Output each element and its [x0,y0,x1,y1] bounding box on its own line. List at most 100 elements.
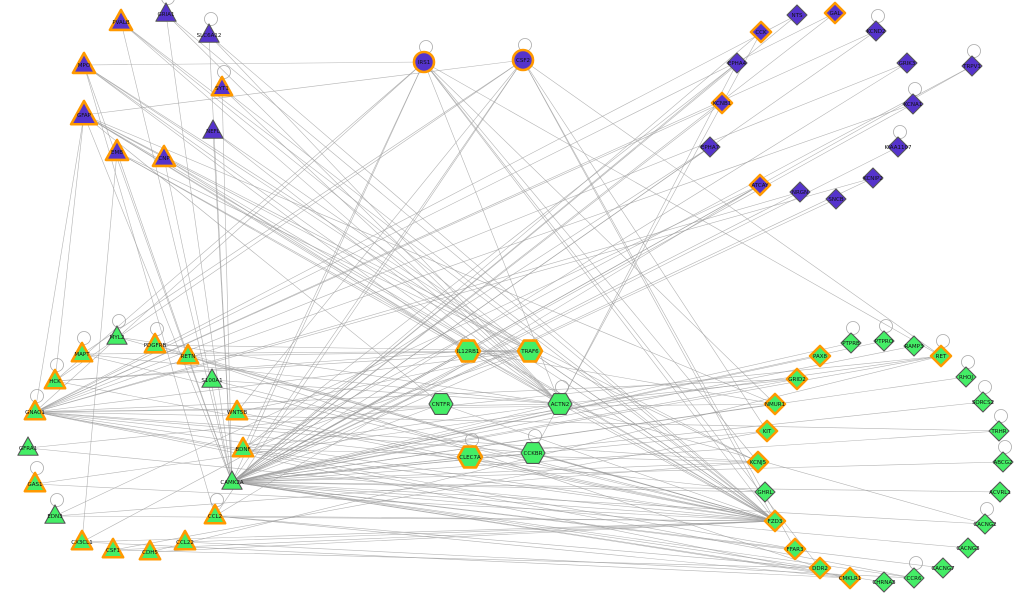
node-GRIK3[interactable] [896,52,918,74]
node-FFAR3[interactable] [783,537,807,561]
edge-TRAF6-FZD3 [529,350,776,522]
self-loop-ABCG2 [998,440,1012,454]
edge-TRAF6-CAMK2A [231,350,531,483]
node-NMUR1[interactable] [763,392,787,416]
edge-CCKBR-GNAO1 [34,411,534,454]
node-EMB[interactable] [104,138,130,162]
edge-IRS1-MPO [83,61,425,66]
node-CACNG3[interactable] [957,537,979,559]
edge-PVALB-TRAF6 [120,21,531,352]
node-FZD3[interactable] [763,509,787,533]
edge-CX3CL1-CMKLR1 [81,541,851,579]
node-CHRNA3[interactable] [873,571,895,593]
node-HCK[interactable] [43,368,67,390]
node-PAX8[interactable] [808,344,832,368]
edge-HCK-IL12RB1 [54,350,469,382]
node-CSF1[interactable] [101,537,125,559]
edge-CAMK2A-KCNJ5 [231,461,759,483]
node-RAMP3[interactable] [903,335,925,357]
node-PTPRO[interactable] [873,330,895,352]
edge-GFAP-NMUR1 [83,114,776,405]
node-MPO[interactable] [71,51,97,75]
node-NRGN[interactable] [789,181,811,203]
node-NTS[interactable] [786,4,808,26]
node-KCNB1[interactable] [710,91,734,115]
node-GAL[interactable] [823,1,847,25]
node-NEFL[interactable] [202,119,224,139]
node-KIAA1107[interactable] [887,136,909,158]
node-CCKBR[interactable] [520,442,546,464]
node-GRID2[interactable] [785,367,809,391]
node-RET[interactable] [929,344,953,368]
node-BDNF[interactable] [231,436,255,458]
edge-HCK-TRAF6 [54,350,531,382]
node-CDH5[interactable] [138,539,162,561]
node-KCNJ5[interactable] [746,450,770,474]
node-GHRL[interactable] [754,481,776,503]
node-CMKLR1[interactable] [838,566,862,590]
node-CCK[interactable] [749,20,773,44]
node-CACNG7[interactable] [932,557,954,579]
self-loop-TRPV1 [967,44,981,58]
node-KCNA1[interactable] [902,93,924,115]
node-DDR2[interactable] [808,556,832,580]
edge-EPHA7-BDNF [242,146,711,450]
edge-CSF2-GFAP [83,59,524,116]
node-TRAF6[interactable] [516,339,544,363]
edge-IRS1-FZD3 [423,61,776,522]
node-MAPT[interactable] [70,341,94,363]
node-KCNIP2[interactable] [862,167,884,189]
node-EPHA4[interactable] [726,52,748,74]
edge-MPO-ACTN2 [83,64,561,405]
node-PDGFRB[interactable] [143,332,167,354]
node-CX3CL1[interactable] [70,529,94,551]
node-GFAP[interactable] [69,99,99,126]
node-ABCG2[interactable] [992,451,1014,473]
node-ACTN2[interactable] [547,393,573,415]
node-ATCAY[interactable] [748,173,772,197]
edge-PVALB-CAMK2A [120,21,233,483]
node-CACNG2[interactable] [974,513,996,535]
node-RETN[interactable] [176,343,200,365]
node-CLEC7A[interactable] [456,445,484,469]
edge-PVALB-FZD3 [120,21,776,522]
node-IL12RB1[interactable] [454,339,482,363]
node-SORCS2[interactable] [972,391,994,413]
node-SLC6A12[interactable] [198,23,220,43]
node-SNCB[interactable] [825,188,847,210]
node-PVALB[interactable] [108,8,134,32]
node-TRPV1[interactable] [961,55,983,77]
node-EDN3[interactable] [44,504,66,524]
edge-CAMK2A-RET [231,355,942,483]
node-KIT[interactable] [755,419,779,443]
edge-EMB-CX3CL1 [81,151,118,543]
node-TRHR[interactable] [988,420,1010,442]
node-KCND2[interactable] [865,20,887,42]
node-EPHA7[interactable] [699,136,721,158]
edge-GNAO1-TRHR [34,411,1000,432]
node-CCL22[interactable] [173,529,197,551]
node-GRIA1[interactable] [155,2,177,22]
node-PTPRB[interactable] [840,332,862,354]
node-ACVRL1[interactable] [989,481,1011,503]
node-SYT1[interactable] [210,75,234,97]
node-GNAO1[interactable] [23,399,47,421]
node-MYL2[interactable] [106,325,128,345]
node-GAS1[interactable] [23,471,47,493]
node-CCL2[interactable] [203,503,227,525]
node-RHOJ[interactable] [955,366,977,388]
edge-CDH5-FZD3 [149,520,776,553]
node-IRS1[interactable] [412,50,436,74]
node-CNP[interactable] [151,144,177,168]
edge-CX3CL1-FZD3 [81,520,776,543]
node-CNTFR[interactable] [428,393,454,415]
node-WNT5B[interactable] [225,399,249,421]
node-CSF2[interactable] [511,48,535,72]
edge-EPHA4-ACTN2 [559,62,738,405]
node-CAMK2A[interactable] [221,470,243,490]
node-CCR6[interactable] [903,567,925,589]
node-S100A1[interactable] [201,368,223,388]
node-GFRA1[interactable] [17,436,39,456]
edge-EPHA7-CAMK2A [231,146,711,483]
